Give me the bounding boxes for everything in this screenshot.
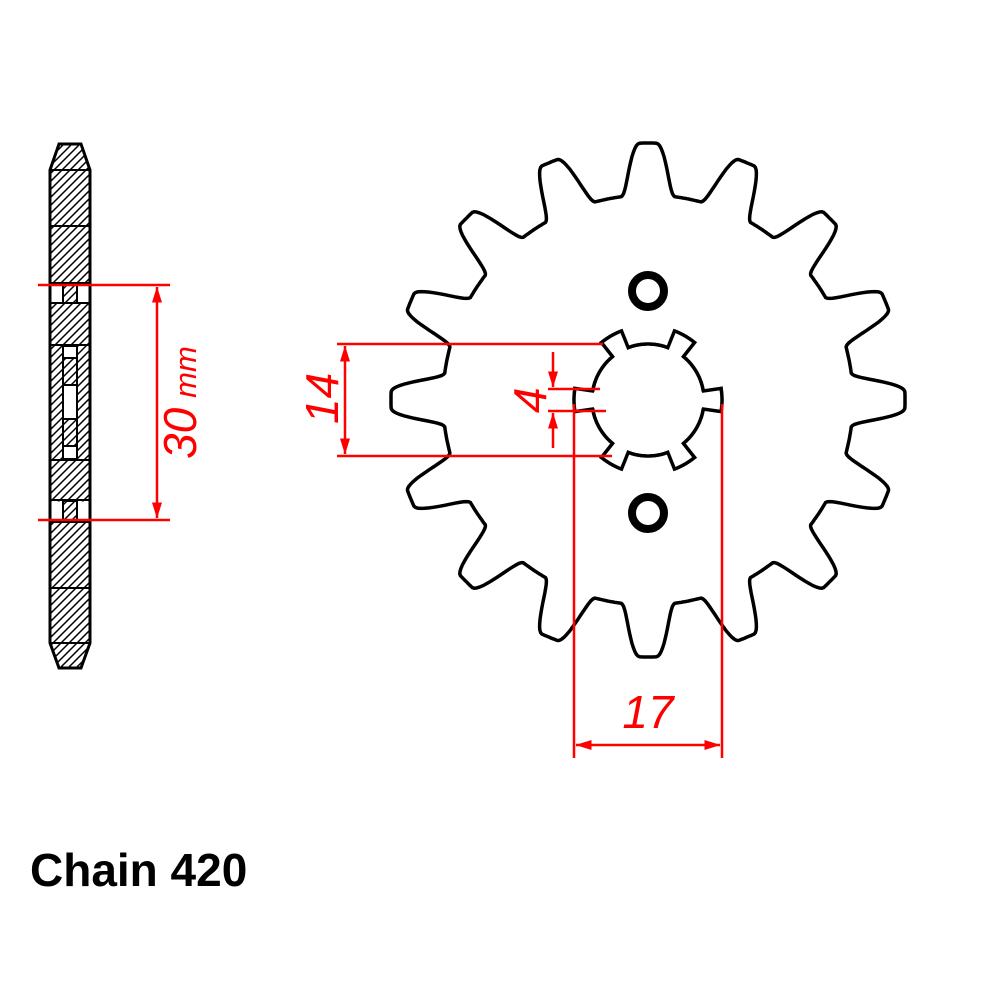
bolt-hole-bottom <box>628 493 668 533</box>
sprocket-side-view <box>48 142 92 670</box>
dimension-bore-14: 14 <box>296 342 612 458</box>
bolt-hole-top <box>628 271 668 311</box>
side-view-division-lines <box>50 169 90 644</box>
spline-bore <box>572 328 724 472</box>
side-view-plate-block-upper <box>62 357 78 386</box>
side-view-plate-block-lower <box>62 418 78 447</box>
chain-type-label: Chain 420 <box>30 844 247 896</box>
side-view-roller-bottom <box>62 500 78 522</box>
dim-4-label: 4 <box>504 387 556 413</box>
dim-14-label: 14 <box>296 373 348 424</box>
sprocket-front-view <box>389 141 907 659</box>
dim-30-label: 30mm <box>154 346 206 459</box>
dimension-width-30: 30mm <box>38 283 206 522</box>
dim-17-label: 17 <box>622 686 675 738</box>
dimension-spline-17: 17 <box>572 404 724 758</box>
side-view-roller-top <box>62 283 78 304</box>
dimension-notch-4: 4 <box>504 352 606 448</box>
